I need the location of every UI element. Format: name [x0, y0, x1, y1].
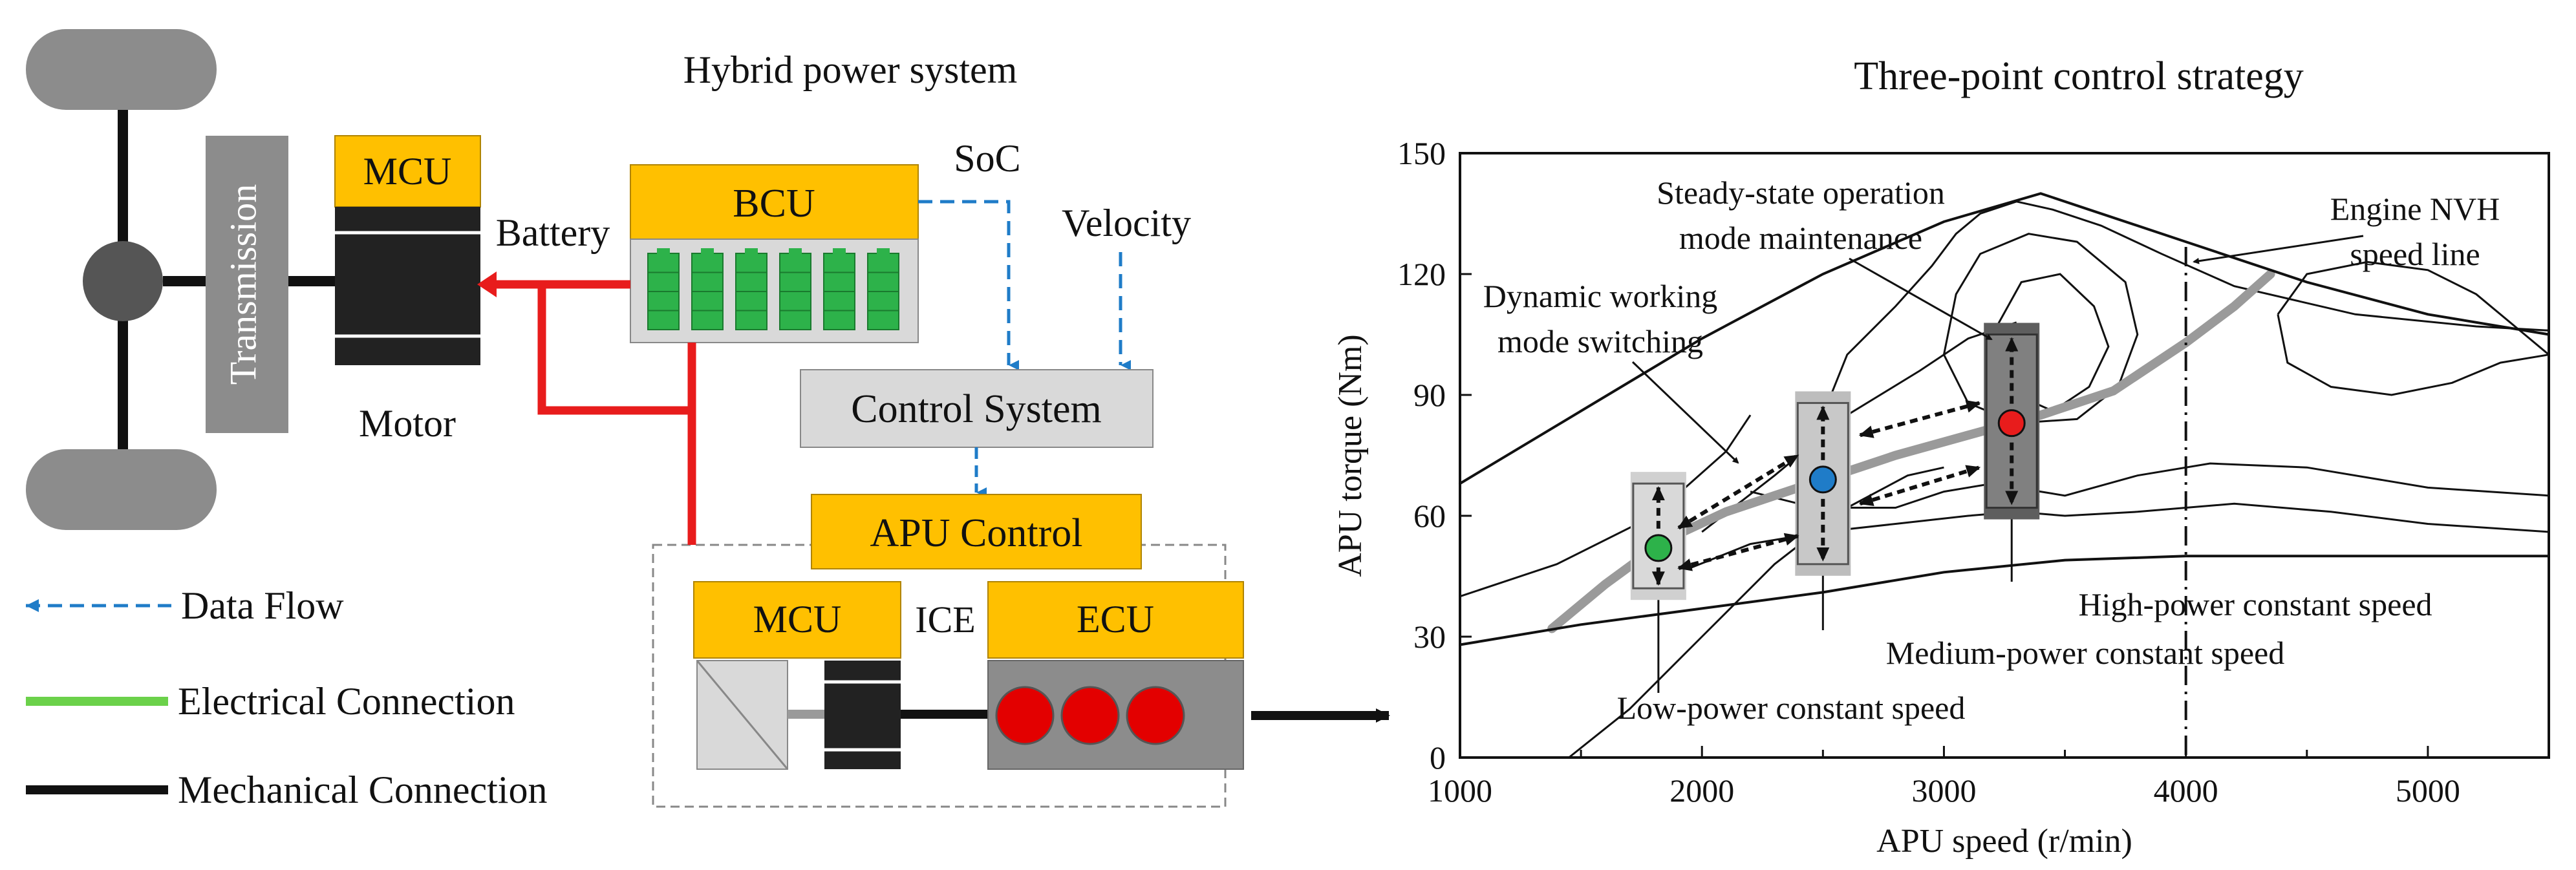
apu-motor-block	[824, 661, 901, 769]
legend-mechanical-label: Mechanical Connection	[178, 769, 547, 811]
motor-label: Motor	[359, 402, 456, 445]
battery-cell-terminal	[657, 248, 670, 255]
control-system-box	[800, 369, 1154, 448]
operating-points	[1630, 323, 2040, 600]
ecu-box	[987, 581, 1244, 659]
chart-annotations: Steady-state operation mode maintenanceDy…	[1483, 175, 2500, 726]
battery-cell-terminal	[833, 248, 846, 255]
y-tick-label: 120	[1397, 256, 1446, 292]
annotation-dynamic-pointer	[1631, 361, 1739, 464]
annotation-dynamic-line2: mode switching	[1497, 323, 1703, 359]
mcu-bottom-box	[693, 581, 901, 659]
ice-label: ICE	[915, 599, 975, 641]
velocity-label: Velocity	[1062, 202, 1191, 244]
annotation-dynamic-line1: Dynamic working	[1483, 278, 1717, 314]
mode-switch-arrow	[1677, 453, 1799, 530]
battery-cell-terminal	[877, 248, 890, 255]
soc-data-flow	[918, 200, 1019, 370]
x-tick-label: 4000	[2154, 772, 2218, 809]
mode-switch-arrow	[1858, 400, 1981, 438]
x-tick-label: 2000	[1669, 772, 1734, 809]
apu-control-box	[811, 494, 1142, 569]
soc-label: SoC	[954, 137, 1020, 180]
front-wheel	[26, 29, 217, 110]
x-tick-label: 1000	[1428, 772, 1492, 809]
legend-electrical-label: Electrical Connection	[178, 680, 515, 723]
mode-switch-arrow	[1677, 533, 1799, 571]
cylinder-3	[1126, 686, 1185, 745]
transmission-label: Transmission	[222, 184, 264, 385]
differential	[83, 241, 163, 321]
annotation-steady-state-line2: mode maintenance	[1679, 220, 1922, 256]
operating-point-marker	[1644, 534, 1673, 562]
battery-to-motor-arrow	[477, 271, 497, 297]
efficiency-contour	[2277, 314, 2549, 396]
y-tick-label: 0	[1430, 739, 1446, 776]
operating-point-marker	[1997, 409, 2026, 438]
outer-envelope-line	[1459, 555, 2550, 646]
y-tick-label: 60	[1413, 498, 1446, 534]
battery-cell-terminal	[789, 248, 802, 255]
outer-envelope-line	[1459, 192, 2550, 485]
operating-point-marker	[1809, 465, 1837, 494]
efficiency-contour	[1821, 200, 2549, 416]
chart-title: Three-point control strategy	[1854, 54, 2304, 98]
legend-data-flow-arrow	[26, 599, 39, 612]
annotation-nvh-pointer	[2193, 235, 2364, 264]
y-tick-label: 30	[1413, 619, 1446, 655]
cylinder-2	[1060, 686, 1120, 745]
battery-cells	[647, 248, 899, 330]
efficiency-contour	[2277, 260, 2549, 355]
motor-block	[335, 207, 480, 365]
mcu-bottom-label: MCU	[753, 598, 842, 641]
y-tick-label: 90	[1413, 377, 1446, 413]
mode-switch-arrow	[1858, 465, 1981, 507]
annotation-nvh-line2: speed line	[2350, 236, 2480, 272]
bcu-box	[630, 164, 919, 240]
battery-cell-terminal	[701, 248, 714, 255]
bcu-label: BCU	[733, 182, 815, 226]
generator-diagonal	[696, 660, 789, 770]
rear-wheel	[26, 449, 217, 530]
battery-cell-terminal	[745, 248, 758, 255]
x-axis-label: APU speed (r/min)	[1876, 823, 2132, 860]
control-system-label: Control System	[851, 387, 1102, 431]
y-axis-label: APU torque (Nm)	[1332, 334, 1369, 577]
ecu-label: ECU	[1077, 598, 1154, 641]
panel-title-left: Hybrid power system	[683, 48, 1018, 91]
apu-control-label: APU Control	[870, 511, 1083, 555]
transmission-block	[206, 136, 288, 433]
cylinder-1	[995, 686, 1055, 745]
annotation-low-power: Low-power constant speed	[1617, 690, 1966, 726]
x-tick-label: 5000	[2396, 772, 2460, 809]
hybrid-power-system-panel: Hybrid power system Transmission MCU Mot…	[26, 29, 1390, 811]
chart-axes: 1000 2000 3000 4000 5000 0 30 60 90 120 150	[1397, 135, 2550, 809]
x-tick-label: 3000	[1911, 772, 1976, 809]
mcu-top-label: MCU	[363, 150, 452, 193]
annotation-steady-state-pointer	[1849, 257, 1993, 341]
annotation-medium-power: Medium-power constant speed	[1886, 635, 2285, 671]
apu-to-motor-line	[537, 284, 692, 415]
battery-label: Battery	[496, 211, 610, 254]
annotation-high-power: High-power constant speed	[2078, 586, 2432, 622]
legend: Data Flow Electrical Connection Mechanic…	[26, 584, 547, 811]
annotation-steady-state-line1: Steady-state operation	[1657, 175, 1945, 211]
y-tick-label: 150	[1397, 135, 1446, 171]
legend-data-flow-label: Data Flow	[181, 584, 344, 627]
annotation-nvh-line1: Engine NVH	[2330, 191, 2500, 227]
